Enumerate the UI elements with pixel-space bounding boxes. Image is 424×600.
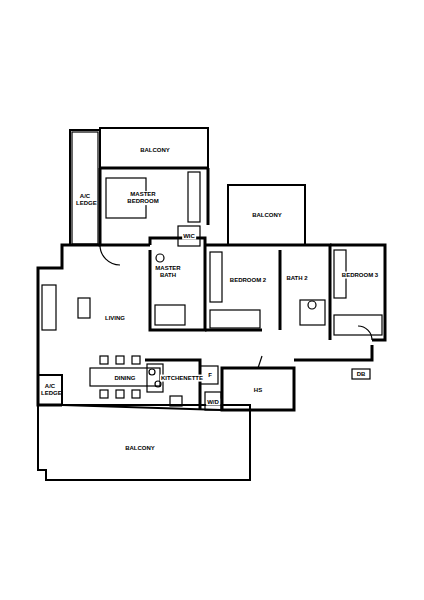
room-label: W/D bbox=[206, 399, 220, 406]
room-label: A/C LEDGE bbox=[40, 383, 60, 397]
room-label: LIVING bbox=[104, 315, 126, 322]
room-label: BALCONY bbox=[251, 212, 283, 219]
room-label: HS bbox=[253, 387, 263, 394]
room-label: F bbox=[207, 372, 213, 379]
room-label: BATH 2 bbox=[285, 275, 308, 282]
room-label: BALCONY bbox=[124, 445, 156, 452]
room-label: DB bbox=[356, 371, 367, 378]
room-label: KITCHENETTE bbox=[160, 375, 204, 382]
room-label: BALCONY bbox=[139, 147, 171, 154]
room-label: A/C LEDGE bbox=[75, 193, 95, 207]
room-label: BEDROOM 2 bbox=[229, 277, 267, 284]
room-label: BEDROOM 3 bbox=[341, 272, 379, 279]
room-label: DINING bbox=[114, 375, 137, 382]
room-label: WIC bbox=[182, 233, 196, 240]
room-label: MASTER BATH bbox=[152, 265, 184, 279]
room-label: MASTER BEDROOM bbox=[125, 191, 161, 205]
